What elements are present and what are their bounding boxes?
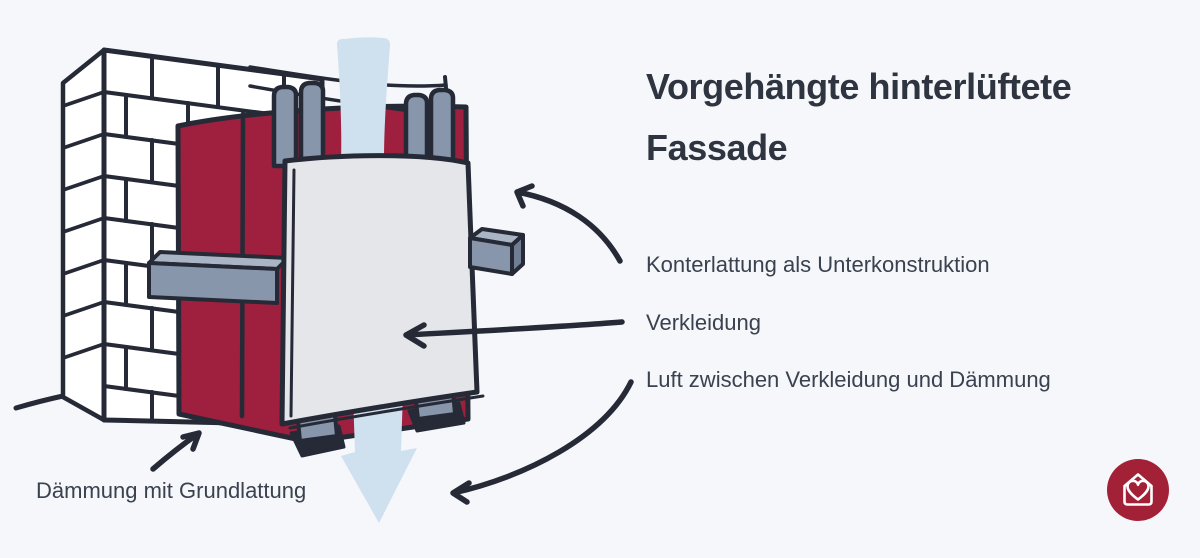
airflow-arrow-top [337, 37, 390, 163]
cladding-sketch-line-bottom [288, 394, 485, 430]
airflow-arrow-bottom [341, 392, 417, 523]
annotation-arrow-luft [450, 379, 634, 505]
label-luft: Luft zwischen Verkleidung und Dämmung [646, 367, 1051, 392]
label-verkleidung: Verkleidung [646, 310, 761, 335]
house-heart-icon [1107, 459, 1169, 521]
annotation-arrow-konterlattung [514, 183, 623, 264]
base-batten-right [468, 227, 525, 276]
annotation-arrow-daemmung [150, 430, 202, 472]
brand-logo [1107, 459, 1169, 521]
label-konterlattung: Konterlattung als Unterkonstruktion [646, 252, 990, 277]
cladding-sketch-line-left [289, 168, 296, 418]
counter-battens-top [271, 80, 456, 171]
title-line-1: Vorgehängte hinterlüftete [646, 66, 1072, 107]
title-line-2: Fassade [646, 127, 788, 168]
label-daemmung: Dämmung mit Grundlattung [36, 478, 307, 503]
brick-rows-left [61, 90, 106, 360]
annotation-arrow-verkleidung [403, 319, 625, 349]
cladding-panel [279, 153, 485, 430]
page-title: Vorgehängte hinterlüftete Fassade [646, 56, 1166, 178]
base-batten-left [147, 250, 290, 305]
